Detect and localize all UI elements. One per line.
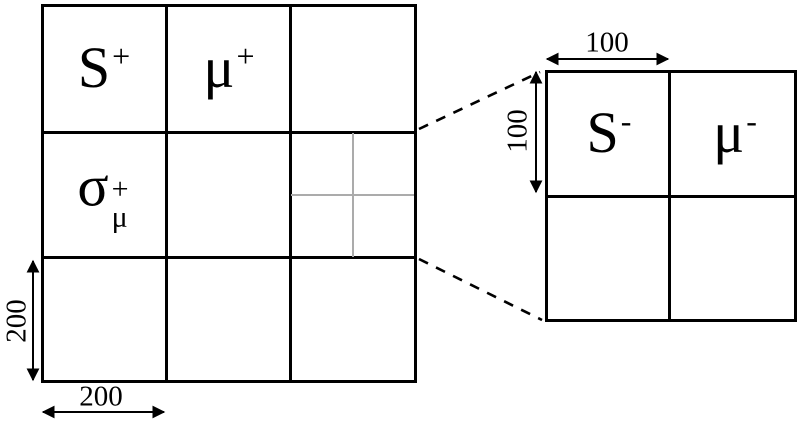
label-sigma-mu-plus-scripts: +μ (111, 172, 129, 234)
zoom-connector-bottom-line (418, 257, 543, 322)
label-sigma-mu-plus-sup: + (111, 172, 129, 206)
coarse-grid-vline-2 (289, 7, 292, 380)
subgrid-hline (291, 194, 414, 196)
fine-height-dimension-label: 100 (501, 109, 534, 153)
label-s-plus-base: S (77, 35, 111, 100)
label-s-minus: S- (587, 103, 632, 162)
coarse-grid-hline-1 (44, 131, 414, 134)
coarse-width-dimension-label: 200 (79, 380, 123, 413)
coarse-grid (41, 4, 417, 383)
label-mu-plus-sup: + (236, 38, 255, 74)
label-s-plus: S+ (78, 38, 131, 97)
label-mu-minus-base: μ (713, 100, 745, 165)
coarse-height-dimension-label: 200 (0, 299, 33, 343)
coarse-grid-hline-2 (44, 256, 414, 259)
label-sigma-mu-plus-sub: μ (111, 200, 128, 234)
label-s-plus-sup: + (112, 38, 131, 74)
label-s-minus-base: S (586, 100, 619, 165)
label-mu-plus-base: μ (203, 35, 235, 100)
coarse-grid-vline-1 (165, 7, 168, 380)
fine-grid-hline (548, 195, 794, 198)
label-mu-minus: μ- (713, 103, 757, 162)
fine-width-dimension-label: 100 (585, 26, 629, 59)
label-mu-plus: μ+ (203, 38, 255, 97)
label-sigma-mu-plus-base: σ (77, 153, 109, 219)
label-sigma-mu-plus: σ+μ (77, 157, 129, 234)
label-mu-minus-sup: - (746, 103, 757, 139)
label-s-minus-sup: - (620, 103, 632, 139)
fine-grid (545, 70, 797, 322)
